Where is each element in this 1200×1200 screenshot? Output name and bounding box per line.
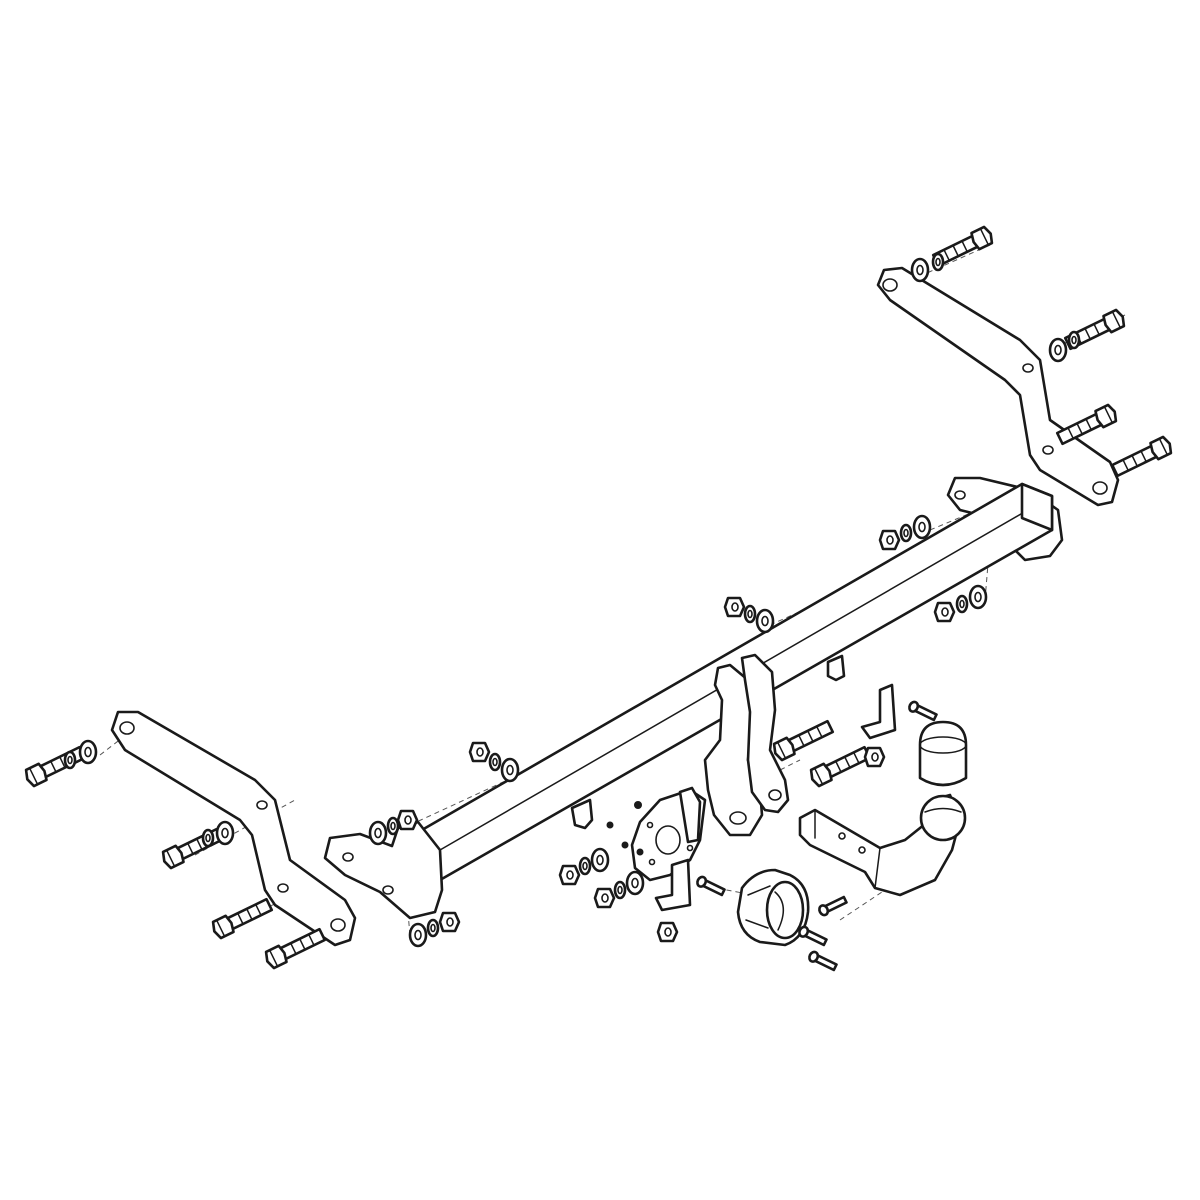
crossbar-tabs — [570, 654, 846, 830]
socket-side-brackets — [654, 683, 897, 912]
socket-mounting-plate — [630, 786, 707, 882]
fixing-pins — [606, 801, 644, 856]
right-mounting-bracket — [876, 266, 1120, 507]
detachable-tow-ball-arm — [798, 720, 968, 897]
hitch-mounting-brackets — [703, 653, 790, 837]
electrical-socket — [736, 868, 810, 947]
left-mounting-bracket — [110, 710, 357, 947]
crossbar-left-end-plate — [323, 820, 444, 920]
